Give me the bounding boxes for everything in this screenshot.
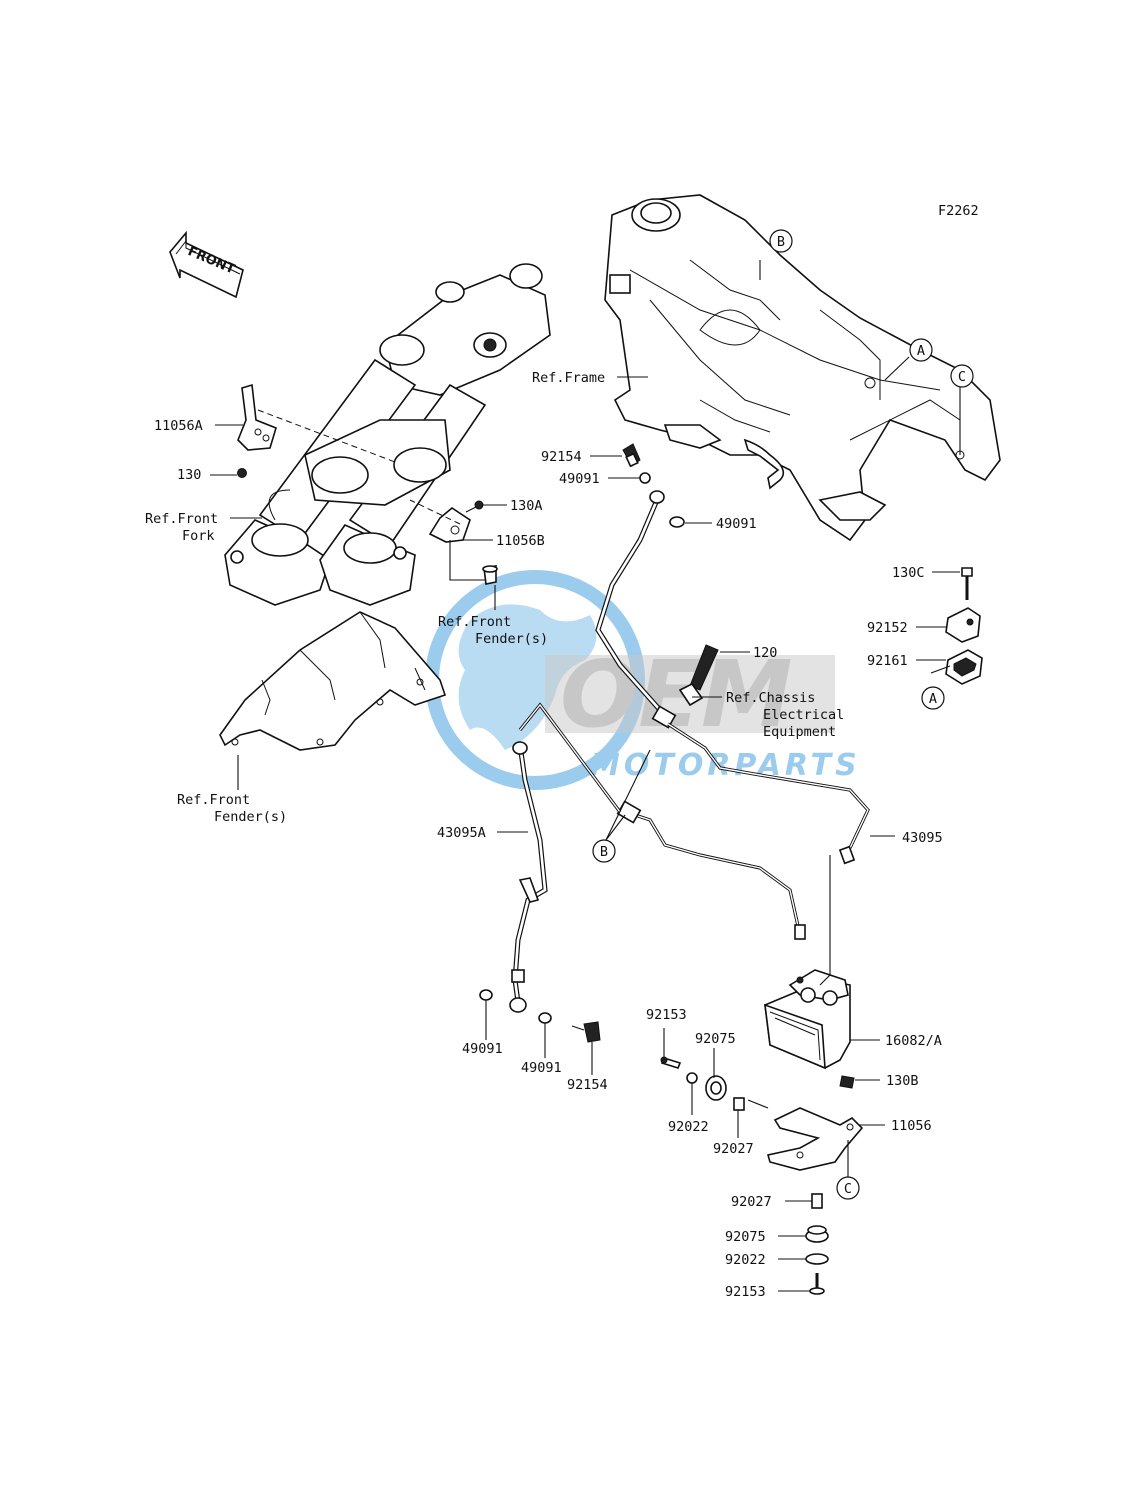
label-92154-bottom: 92154 (567, 1077, 608, 1093)
part-labels: 11056A 130 130A 11056B Ref.Front Fork Re… (145, 370, 943, 1300)
label-92027-bottom: 92027 (731, 1194, 772, 1210)
svg-text:A: A (929, 691, 937, 707)
label-49091-bottom-mid: 49091 (521, 1060, 562, 1076)
label-130: 130 (177, 467, 201, 483)
label-ref-front-fender-a-2: Fender(s) (475, 631, 548, 647)
label-92075-bottom: 92075 (725, 1229, 766, 1245)
label-92153-top: 92153 (646, 1007, 687, 1023)
label-ref-front-fender-b-2: Fender(s) (214, 809, 287, 825)
label-ref-chassis-3: Equipment (763, 724, 836, 740)
label-ref-chassis-1: Ref.Chassis (726, 690, 815, 706)
damper-92152 (945, 607, 981, 643)
callout-a-bottom: A (921, 686, 945, 710)
front-fender-bracket (219, 611, 447, 751)
label-43095: 43095 (902, 830, 943, 846)
callout-b-top: B (769, 229, 793, 253)
label-49091-top-right: 49091 (716, 516, 757, 532)
label-ref-front-fender-a-1: Ref.Front (438, 614, 511, 630)
label-92075-top: 92075 (695, 1031, 736, 1047)
grommet-92075-bottom (805, 1225, 829, 1243)
bolt-92153-top (660, 1056, 682, 1069)
brake-hose-43095a (509, 741, 548, 1013)
bolt-fender (482, 565, 498, 585)
label-92154-top: 92154 (541, 449, 582, 465)
bolt-130a (465, 500, 484, 513)
front-arrow-icon: FRONT (169, 230, 244, 299)
svg-text:B: B (777, 234, 785, 250)
label-ref-front-fork-2: Fork (182, 528, 215, 544)
callout-a-top: A (909, 338, 933, 362)
label-ref-chassis-2: Electrical (763, 707, 844, 723)
abs-bracket-11056 (747, 1099, 864, 1171)
leader-lines (210, 260, 961, 1292)
banjo-bolt-92154-bottom (571, 1021, 601, 1043)
washer-49091-bottom-mid (538, 1012, 552, 1024)
collar-92027-top (733, 1097, 745, 1111)
label-11056b: 11056B (496, 533, 545, 549)
label-92152: 92152 (867, 620, 908, 636)
watermark-sub: MOTORPARTS (590, 748, 861, 783)
label-130a: 130A (510, 498, 543, 514)
label-11056: 11056 (891, 1118, 932, 1134)
bolt-130c (961, 567, 973, 600)
bracket-11056a (237, 383, 277, 451)
abs-hydraulic-unit (764, 969, 851, 1070)
label-92022-bottom: 92022 (725, 1252, 766, 1268)
svg-text:A: A (917, 343, 925, 359)
label-92153-bottom: 92153 (725, 1284, 766, 1300)
svg-text:C: C (958, 369, 966, 385)
callout-c-bottom: C (836, 1176, 860, 1200)
clip-11056b (428, 507, 471, 543)
bolt-120 (678, 644, 719, 707)
washer-49091-top-right (669, 516, 685, 528)
svg-text:C: C (844, 1181, 852, 1197)
figure-code: F2262 (938, 203, 979, 219)
label-120: 120 (753, 645, 777, 661)
damper-92161 (945, 649, 983, 685)
callout-b-bottom: B (592, 839, 616, 863)
label-130c: 130C (892, 565, 925, 581)
grommet-92075-top (705, 1075, 727, 1101)
label-ref-front-fork-1: Ref.Front (145, 511, 218, 527)
label-92027-top: 92027 (713, 1141, 754, 1157)
washer-92022-top (686, 1072, 698, 1084)
label-ref-front-fender-b-1: Ref.Front (177, 792, 250, 808)
bolt-130 (237, 468, 247, 478)
washer-49091-top-left (639, 472, 651, 484)
banjo-bolt-92154-top (622, 443, 641, 468)
bolt-130b (839, 1075, 855, 1089)
svg-text:B: B (600, 844, 608, 860)
brake-pipe-43095 (518, 702, 870, 940)
label-43095a: 43095A (437, 825, 486, 841)
label-ref-frame: Ref.Frame (532, 370, 605, 386)
frame-assembly (604, 194, 1001, 542)
callout-c-top: C (950, 364, 974, 388)
brake-hose-upper (595, 490, 677, 729)
label-92161: 92161 (867, 653, 908, 669)
watermark: OEM MOTORPARTS (425, 570, 861, 790)
bolt-92153-bottom (809, 1273, 825, 1295)
label-49091-top-left: 49091 (559, 471, 600, 487)
washer-49091-bottom-left (479, 989, 493, 1001)
label-11056a: 11056A (154, 418, 203, 434)
front-fork-assembly (224, 263, 551, 606)
label-130b: 130B (886, 1073, 919, 1089)
label-92022-top: 92022 (668, 1119, 709, 1135)
watermark-continents (458, 604, 597, 750)
washer-92022-bottom (805, 1253, 829, 1265)
label-16082a: 16082/A (885, 1033, 942, 1049)
label-49091-bottom-left: 49091 (462, 1041, 503, 1057)
collar-92027-bottom (811, 1193, 823, 1209)
